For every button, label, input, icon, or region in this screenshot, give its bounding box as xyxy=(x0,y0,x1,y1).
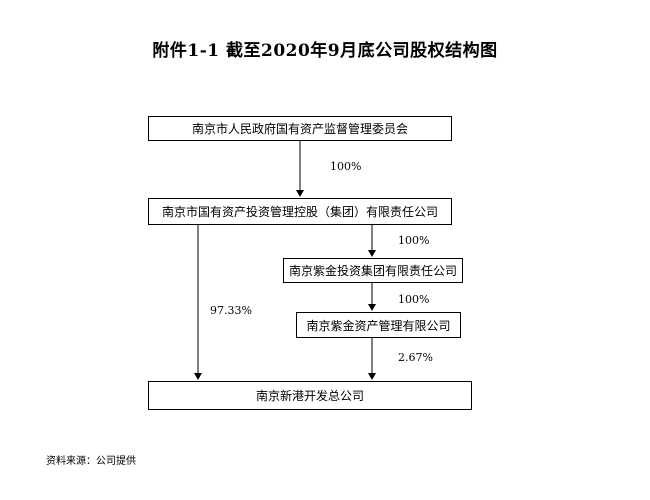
entity-label: 南京紫金资产管理有限公司 xyxy=(306,318,451,333)
pct-holding-to-xingang: 97.33% xyxy=(210,304,252,317)
page-title: 附件1-1 截至2020年9月底公司股权结构图 xyxy=(152,41,498,61)
entity-box-zijin-invest: 南京紫金投资集团有限责任公司 xyxy=(283,258,463,283)
pct-zijin-asset-to-xingang: 2.67% xyxy=(398,351,433,364)
entity-box-commission: 南京市人民政府国有资产监督管理委员会 xyxy=(148,116,452,141)
entity-label: 南京紫金投资集团有限责任公司 xyxy=(288,264,457,278)
entity-label: 南京市人民政府国有资产监督管理委员会 xyxy=(191,122,408,136)
pct-commission-to-holding: 100% xyxy=(330,160,362,173)
entity-label: 南京市国有资产投资管理控股（集团）有限责任公司 xyxy=(161,205,438,219)
pct-zijin-invest-to-zijin-asset: 100% xyxy=(398,293,430,306)
entity-box-holding: 南京市国有资产投资管理控股（集团）有限责任公司 xyxy=(148,198,452,225)
entity-label: 南京新港开发总公司 xyxy=(255,389,364,403)
source-note: 资料来源：公司提供 xyxy=(46,456,136,467)
entity-box-zijin-asset: 南京紫金资产管理有限公司 xyxy=(296,312,461,338)
entity-box-xingang: 南京新港开发总公司 xyxy=(148,381,472,410)
pct-holding-to-zijin-invest: 100% xyxy=(398,234,430,247)
